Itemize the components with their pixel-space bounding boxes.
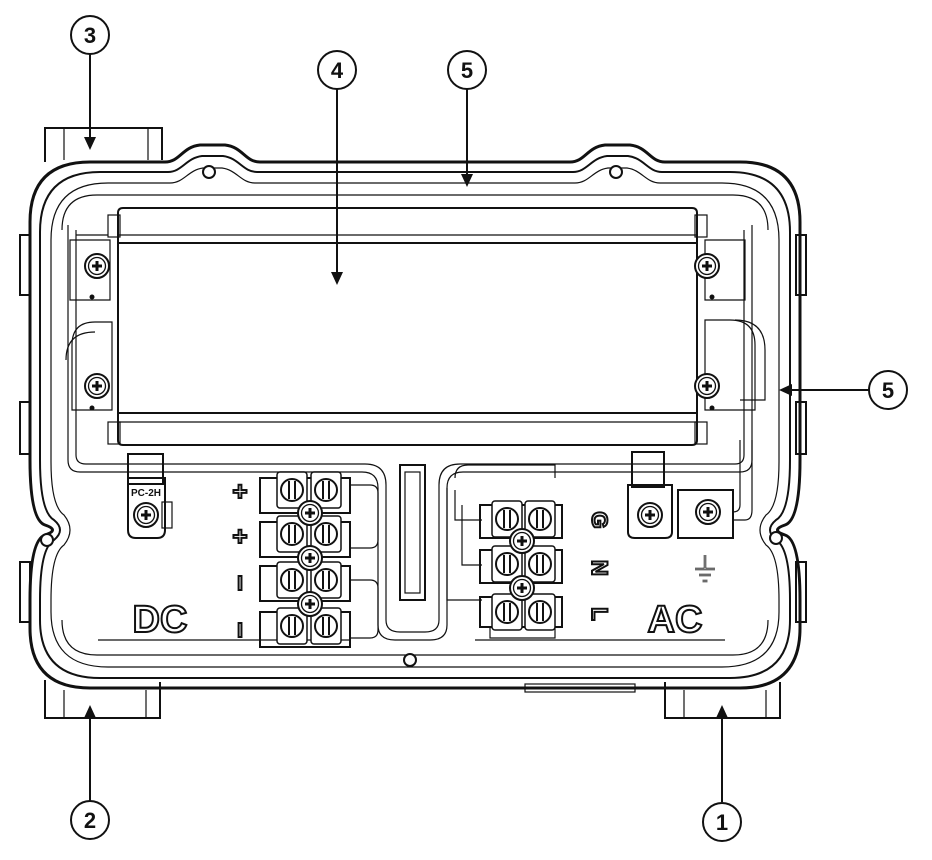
- ac-markings: G N L AC: [586, 510, 703, 642]
- ac-g-label: G: [587, 511, 612, 528]
- svg-text:2: 2: [84, 808, 96, 833]
- callout-2: 2: [70, 800, 110, 840]
- terminal-screw-icon: [296, 499, 324, 527]
- bracket-screw-icon: [693, 252, 721, 280]
- ground-icon: [695, 555, 715, 583]
- terminal-screw-icon: [296, 544, 324, 572]
- svg-text:5: 5: [882, 378, 894, 403]
- dc-plus-1: +: [232, 476, 247, 506]
- svg-text:1: 1: [716, 810, 728, 835]
- svg-text:3: 3: [84, 23, 96, 48]
- ground-screw-icon: [636, 501, 664, 529]
- callout-1: 1: [702, 802, 742, 842]
- terminal-screw-icon: [508, 574, 536, 602]
- callout-3: 3: [70, 15, 110, 55]
- left-brackets: [65, 234, 113, 411]
- internal-channels: [67, 225, 753, 641]
- terminal-screw-icon: [296, 590, 324, 618]
- bracket-screw-icon: [83, 252, 111, 280]
- dc-minus-2: I: [237, 620, 243, 642]
- connector-screw-icon: [132, 501, 160, 529]
- ac-terminal-block: [446, 464, 563, 639]
- callout-5-right: 5: [868, 370, 908, 410]
- terminal-screw-icon: [508, 527, 536, 555]
- pc-2h-connector: PC-2H: [127, 453, 173, 539]
- module: [107, 207, 708, 446]
- ac-label: AC: [648, 599, 703, 641]
- bracket-screw-icon: [693, 372, 721, 400]
- dc-terminal-block: [259, 471, 379, 648]
- dc-plus-2: +: [232, 521, 247, 551]
- ac-l-label: L: [587, 607, 612, 620]
- ac-n-label: N: [587, 560, 612, 576]
- svg-text:4: 4: [331, 58, 344, 83]
- connector-label: PC-2H: [131, 488, 161, 499]
- ground-screw-icon: [694, 498, 722, 526]
- dc-minus-1: I: [237, 573, 243, 595]
- enclosure-housing: [28, 143, 802, 690]
- svg-text:5: 5: [461, 58, 473, 83]
- callout-5-top: 5: [447, 50, 487, 90]
- callout-4: 4: [317, 50, 357, 90]
- callout-leaders: [84, 52, 870, 802]
- dc-label: DC: [133, 599, 188, 641]
- dc-polarity-markings: + + I I DC: [132, 475, 249, 643]
- ground-connection: [627, 440, 753, 539]
- divider-bar: [399, 464, 426, 601]
- side-tabs: [19, 234, 807, 623]
- bracket-screw-icon: [83, 372, 111, 400]
- right-brackets: [693, 239, 766, 411]
